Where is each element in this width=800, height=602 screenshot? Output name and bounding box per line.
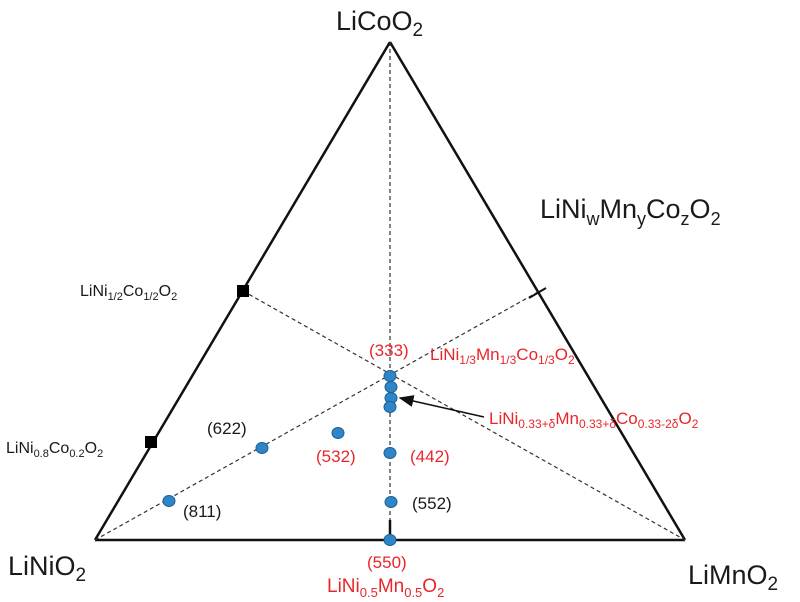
point-552 [384,496,398,508]
point-442 [383,447,397,459]
right-edge-tick [528,287,547,299]
arrow-to-delta-points [398,395,485,418]
label-552: (552) [412,494,452,513]
point-333-delta-1 [384,381,398,393]
median-from-linio2 [94,291,539,541]
label-333: (333) [369,341,409,360]
label-550: (550) [367,553,407,572]
square-marker-eight [145,436,157,448]
point-333-delta-3 [383,401,397,413]
general-formula-label: LiNiwMnyCozO2 [540,194,721,229]
point-811 [162,495,176,507]
point-333 [383,370,397,382]
point-622 [255,442,269,454]
point-550 [383,534,397,546]
label-622: (622) [207,419,247,438]
label-532: (532) [316,447,356,466]
vertex-label-linio2: LiNiO2 [8,551,86,586]
nmc333-formula-label: LiNi1/3Mn1/3Co1/3O2 [430,345,575,367]
vertex-label-licoo2: LiCoO2 [336,6,423,41]
nmc-delta-formula-label: LiNi0.33+δMn0.33+δCo0.33-2δO2 [489,409,699,431]
label-811: (811) [183,502,221,521]
edge-label-ni-half-co-half: LiNi1/2Co1/2O2 [80,283,177,303]
label-442: (442) [410,447,450,466]
edge-label-ni08-co02: LiNi0.8Co0.2O2 [6,440,103,460]
median-from-half-point [242,290,686,541]
square-marker-half [237,285,249,297]
nm55-formula-label: LiNi0.5Mn0.5O2 [327,576,444,600]
vertex-label-limno2: LiMnO2 [688,560,778,595]
point-532 [331,427,345,439]
triangle-edge-right [388,41,687,541]
